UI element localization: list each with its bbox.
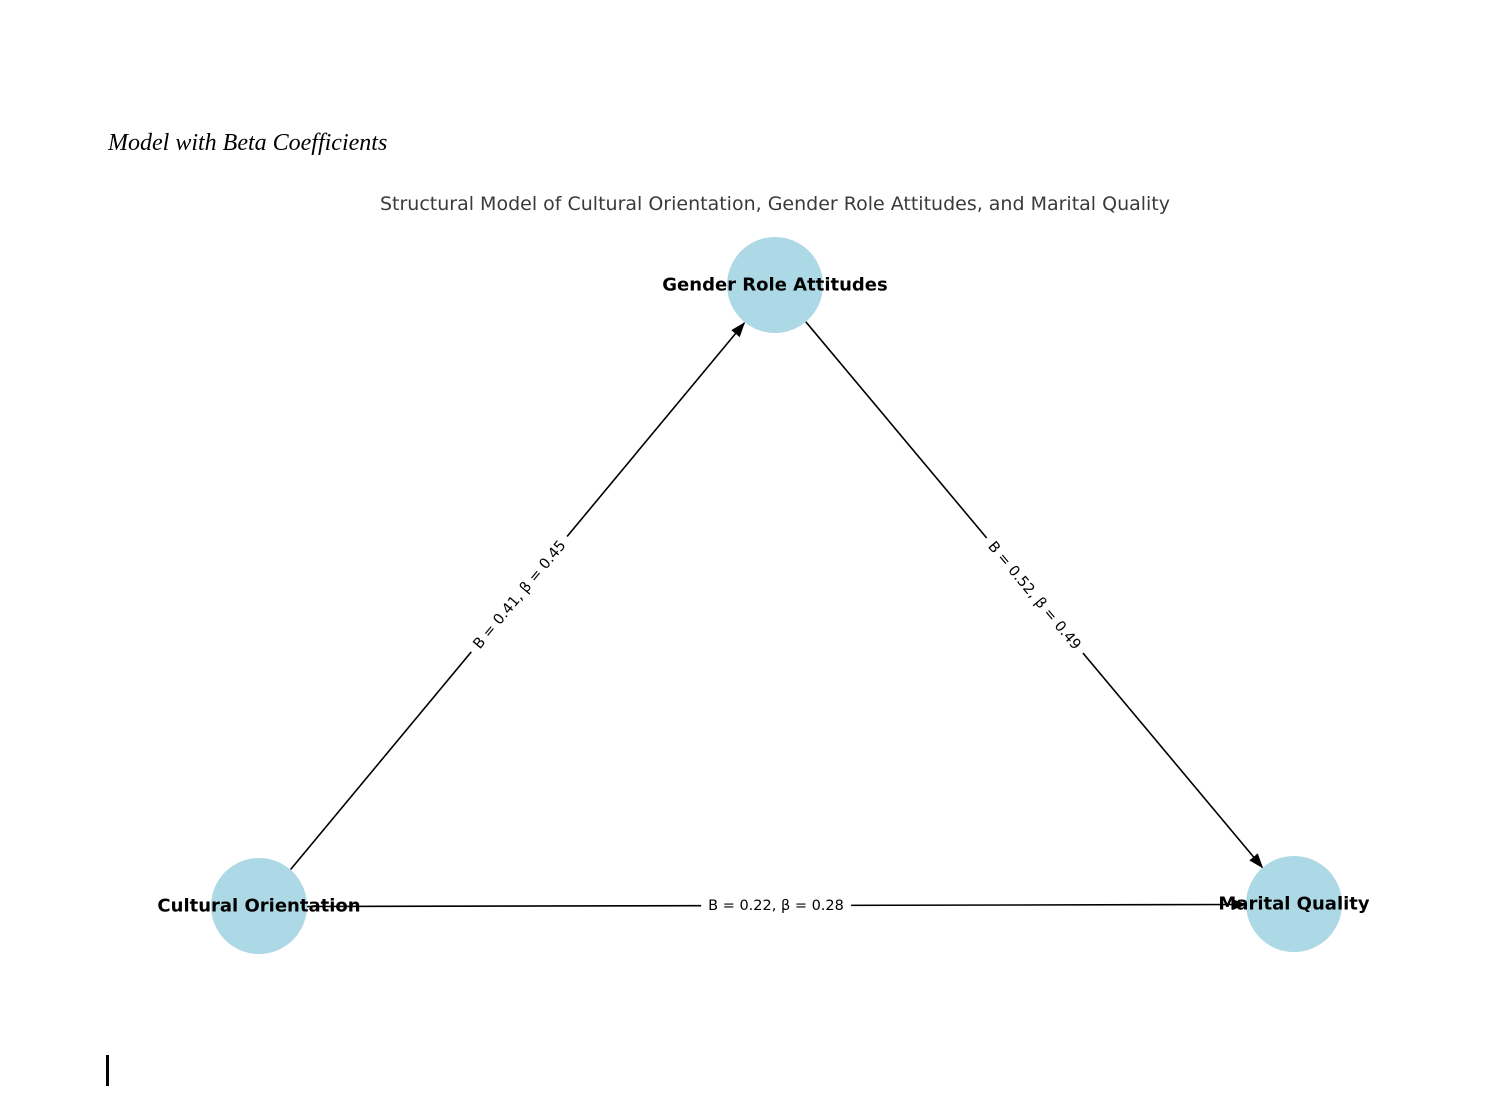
node-label-gender-role-attitudes: Gender Role Attitudes <box>662 274 888 296</box>
figure-title: Structural Model of Cultural Orientation… <box>379 193 1171 215</box>
edge-label-co-to-mq: B = 0.22, β = 0.28 <box>701 897 851 915</box>
node-marital-quality <box>1246 856 1342 952</box>
node-gender-role-attitudes <box>727 237 823 333</box>
document-heading: Model with Beta Coefficients <box>108 130 388 156</box>
text-caret <box>106 1055 109 1086</box>
node-label-cultural-orientation: Cultural Orientation <box>157 895 361 917</box>
node-label-marital-quality: Marital Quality <box>1218 893 1370 915</box>
node-cultural-orientation <box>211 858 307 954</box>
